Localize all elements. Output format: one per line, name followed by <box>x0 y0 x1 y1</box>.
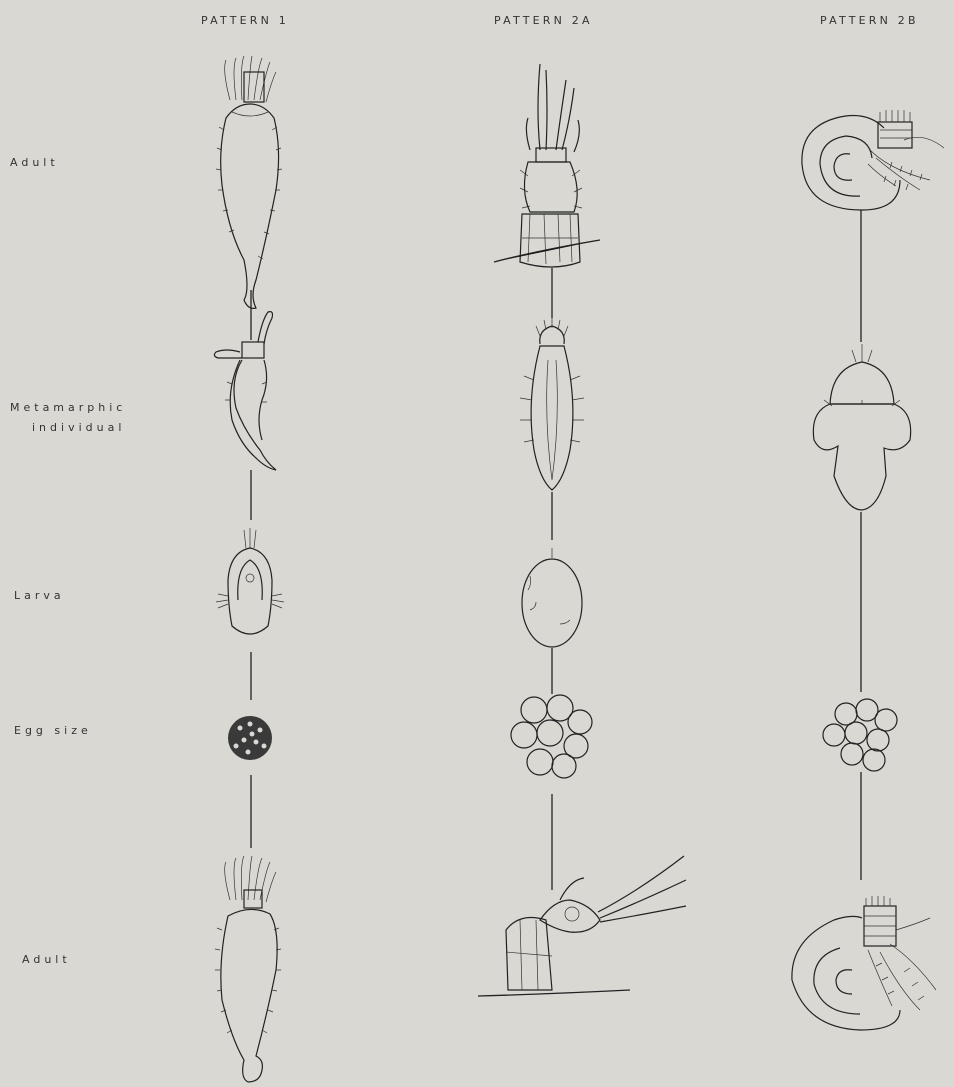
pattern-2b-adult-top <box>802 110 944 210</box>
pattern-2b-column <box>792 110 944 1030</box>
pattern-2a-larva <box>522 548 582 647</box>
pattern-2a-column <box>478 64 686 996</box>
pattern-1-adult-bottom <box>215 856 281 1082</box>
pattern-2b-metamorphic <box>813 344 910 510</box>
pattern-1-larva <box>216 528 284 634</box>
pattern-2a-metamorphic <box>520 318 584 490</box>
pattern-1-egg-cluster <box>228 716 272 760</box>
pattern-1-adult-top <box>216 56 282 308</box>
pattern-1-metamorphic <box>214 312 276 470</box>
pattern-2a-adult-top <box>494 64 600 267</box>
pattern-2a-egg-cluster <box>511 695 592 778</box>
pattern-2b-egg-cluster <box>823 699 897 771</box>
pattern-2a-adult-bottom <box>478 856 686 996</box>
pattern-2b-adult-bottom <box>792 896 936 1030</box>
pattern-1-column <box>214 56 284 1082</box>
